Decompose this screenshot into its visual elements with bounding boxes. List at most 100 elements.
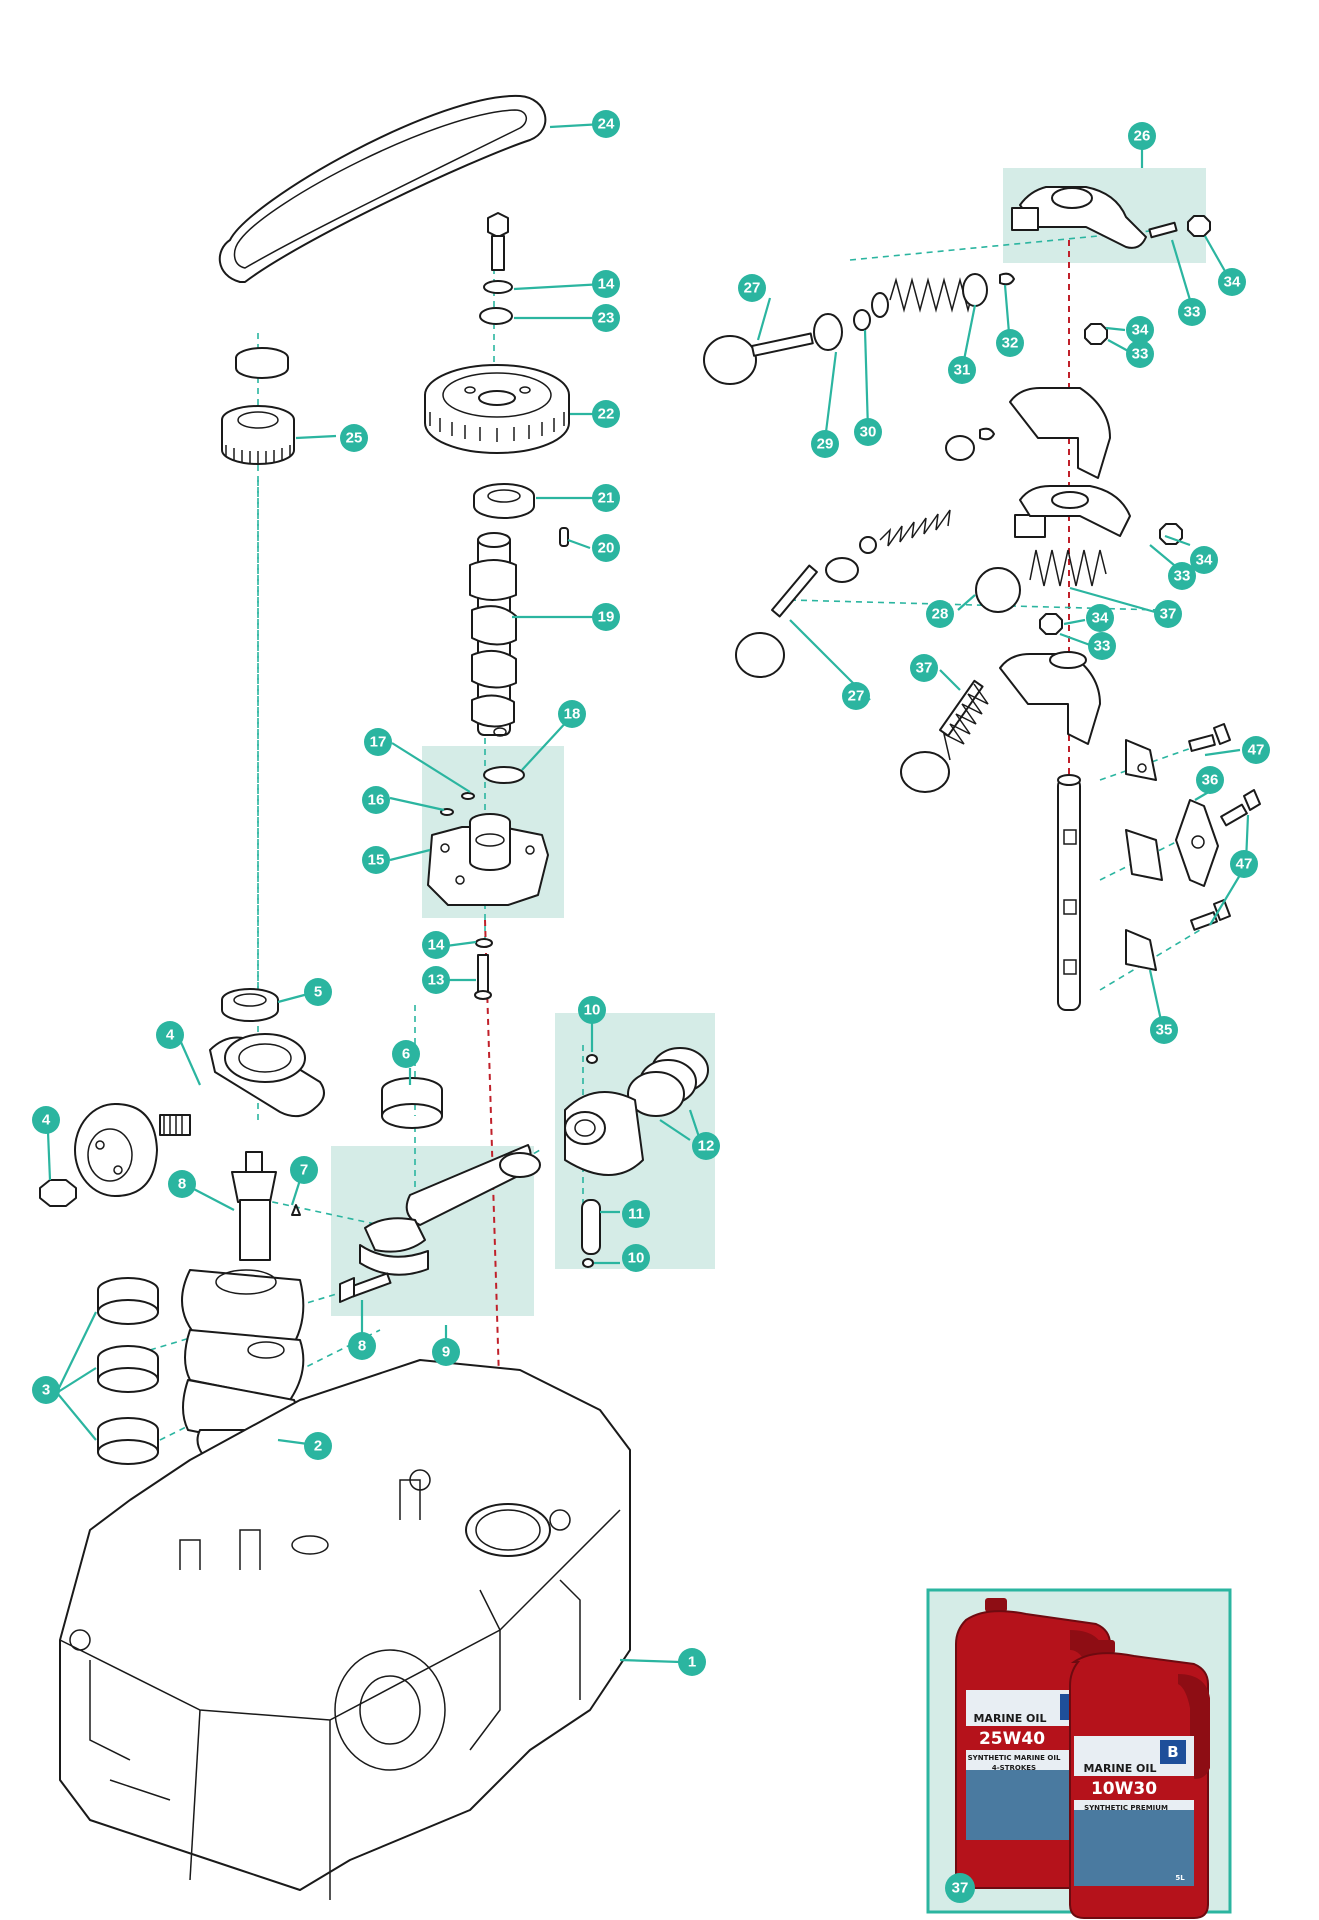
callout-35: 35 [1150, 1016, 1178, 1044]
callout-4b: 4 [32, 1106, 60, 1134]
callout-34d: 34 [1086, 604, 1114, 632]
svg-text:20: 20 [598, 540, 615, 557]
svg-text:B: B [1167, 1743, 1178, 1761]
callout-32: 32 [996, 329, 1024, 357]
callout-18: 18 [558, 700, 586, 728]
cylinder-bore [465, 1503, 551, 1557]
bearing-3c [97, 1417, 159, 1465]
cam-bolt [487, 212, 509, 271]
oil-product-box: B MARINE OIL 25W40 SYNTHETIC MARINE OIL … [926, 1588, 1232, 1919]
valve-spring-mid [879, 509, 951, 547]
svg-text:13: 13 [428, 972, 445, 989]
svg-text:16: 16 [368, 792, 385, 809]
cam-seal [473, 483, 535, 519]
svg-text:33: 33 [1174, 568, 1191, 585]
svg-text:37: 37 [952, 1880, 969, 1897]
callout-36: 36 [1196, 766, 1224, 794]
callout-14b: 14 [422, 931, 450, 959]
svg-text:25: 25 [346, 430, 363, 447]
seal-5 [221, 988, 279, 1022]
svg-text:27: 27 [744, 280, 761, 297]
nut-34a [1187, 215, 1211, 237]
callout-23: 23 [592, 304, 620, 332]
svg-text:7: 7 [300, 1162, 308, 1179]
callout-37a: 37 [1154, 600, 1182, 628]
callout-25: 25 [340, 424, 368, 452]
svg-text:17: 17 [370, 734, 387, 751]
washer-14 [483, 280, 513, 294]
callout-15: 15 [362, 846, 390, 874]
flywheel-housing-4 [159, 1033, 325, 1136]
svg-text:21: 21 [598, 490, 615, 507]
svg-text:2: 2 [314, 1438, 322, 1455]
svg-text:5L: 5L [1175, 1874, 1185, 1882]
svg-text:4: 4 [42, 1112, 51, 1129]
svg-text:1: 1 [688, 1654, 696, 1671]
timing-belt [218, 94, 547, 283]
svg-text:22: 22 [598, 406, 615, 423]
rocker-arm-lower [999, 651, 1101, 745]
callout-5: 5 [304, 978, 332, 1006]
o-ring-14b [475, 938, 493, 948]
callout-4a: 4 [156, 1021, 184, 1049]
svg-text:6: 6 [402, 1046, 410, 1063]
valve-27c [900, 679, 984, 793]
svg-text:26: 26 [1134, 128, 1151, 145]
svg-text:30: 30 [860, 424, 877, 441]
svg-text:34: 34 [1132, 322, 1149, 339]
circlip-10b [582, 1258, 594, 1268]
svg-text:23: 23 [598, 310, 615, 327]
callout-12: 12 [692, 1132, 720, 1160]
svg-text:SYNTHETIC MARINE OIL: SYNTHETIC MARINE OIL [968, 1754, 1061, 1762]
valve-spring-37b [942, 683, 989, 761]
bolt-13 [474, 954, 492, 1000]
svg-text:35: 35 [1156, 1022, 1173, 1039]
callout-31: 31 [948, 356, 976, 384]
svg-text:10: 10 [628, 1250, 645, 1267]
oil-jug-10w30: B MARINE OIL 10W30 SYNTHETIC PREMIUM 5L [1069, 1640, 1210, 1919]
collet-32b [979, 427, 995, 441]
svg-text:MARINE OIL: MARINE OIL [1083, 1762, 1156, 1775]
bracket-35 [1125, 929, 1157, 971]
stem-seal-30a [853, 309, 871, 331]
svg-text:8: 8 [358, 1338, 366, 1355]
svg-text:9: 9 [442, 1344, 450, 1361]
crankshaft [181, 1151, 305, 1471]
callout-33c: 33 [1168, 562, 1196, 590]
crank-sprocket [221, 347, 295, 465]
bolt-47a [1188, 723, 1231, 752]
svg-text:37: 37 [1160, 606, 1177, 623]
camshaft [469, 532, 517, 737]
callout-21: 21 [592, 484, 620, 512]
valve-27b [735, 564, 818, 678]
svg-text:5: 5 [314, 984, 322, 1001]
o-ring-18 [483, 766, 525, 784]
valve-spring-37a [1029, 549, 1107, 587]
svg-text:31: 31 [954, 362, 971, 379]
valve-seal-29a [813, 313, 843, 351]
callout-6: 6 [392, 1040, 420, 1068]
retainer-31b [945, 435, 975, 461]
svg-text:36: 36 [1202, 772, 1219, 789]
svg-text:SYNTHETIC PREMIUM: SYNTHETIC PREMIUM [1084, 1804, 1168, 1812]
callout-34b: 34 [1126, 316, 1154, 344]
callout-20: 20 [592, 534, 620, 562]
svg-text:10W30: 10W30 [1091, 1779, 1157, 1799]
callout-13: 13 [422, 966, 450, 994]
svg-text:24: 24 [598, 116, 615, 133]
callout-10a: 10 [578, 996, 606, 1024]
bolt-47b [1220, 789, 1261, 827]
bracket-mid [1125, 829, 1163, 881]
rocker-shaft [1057, 774, 1081, 1011]
svg-text:47: 47 [1248, 742, 1265, 759]
svg-text:14: 14 [428, 937, 445, 954]
bearing-3a [97, 1277, 159, 1325]
key-7 [291, 1204, 301, 1216]
oil-pump [427, 813, 549, 906]
svg-text:37: 37 [916, 660, 933, 677]
svg-text:12: 12 [698, 1138, 715, 1155]
svg-text:4-STROKES: 4-STROKES [992, 1764, 1036, 1772]
svg-text:27: 27 [848, 688, 865, 705]
valve-28 [975, 567, 1021, 613]
